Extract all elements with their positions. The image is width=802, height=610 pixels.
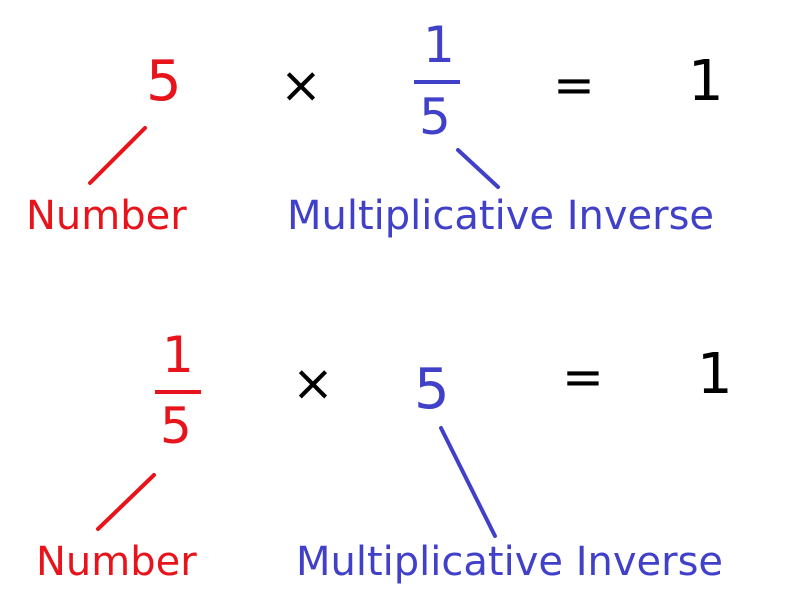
eq1-inverse-label: Multiplicative Inverse	[287, 193, 715, 239]
eq1-inverse-connector	[456, 148, 500, 189]
eq1-inverse-numerator: 1	[423, 16, 455, 74]
eq1-number-label: Number	[26, 193, 187, 239]
eq2-times-sign: ×	[292, 354, 334, 412]
eq2-number-denominator: 5	[160, 397, 192, 455]
eq2-inverse-label: Multiplicative Inverse	[296, 539, 724, 585]
eq1-equals-sign: =	[553, 56, 595, 114]
eq2-number-connector	[96, 473, 156, 531]
eq2-number-numerator: 1	[162, 326, 194, 384]
eq1-result: 1	[688, 49, 724, 114]
eq2-number-label: Number	[36, 539, 197, 585]
eq1-inverse-denominator: 5	[419, 88, 451, 146]
eq2-result: 1	[697, 342, 733, 407]
eq1-times-sign: ×	[280, 56, 322, 114]
eq1-fraction-bar	[414, 80, 460, 84]
eq2-inverse: 5	[414, 357, 450, 422]
eq2-equals-sign: =	[562, 348, 604, 406]
eq1-number: 5	[146, 49, 182, 114]
eq2-fraction-bar	[155, 390, 201, 394]
eq1-number-connector	[88, 126, 147, 185]
eq2-inverse-connector	[439, 426, 497, 538]
